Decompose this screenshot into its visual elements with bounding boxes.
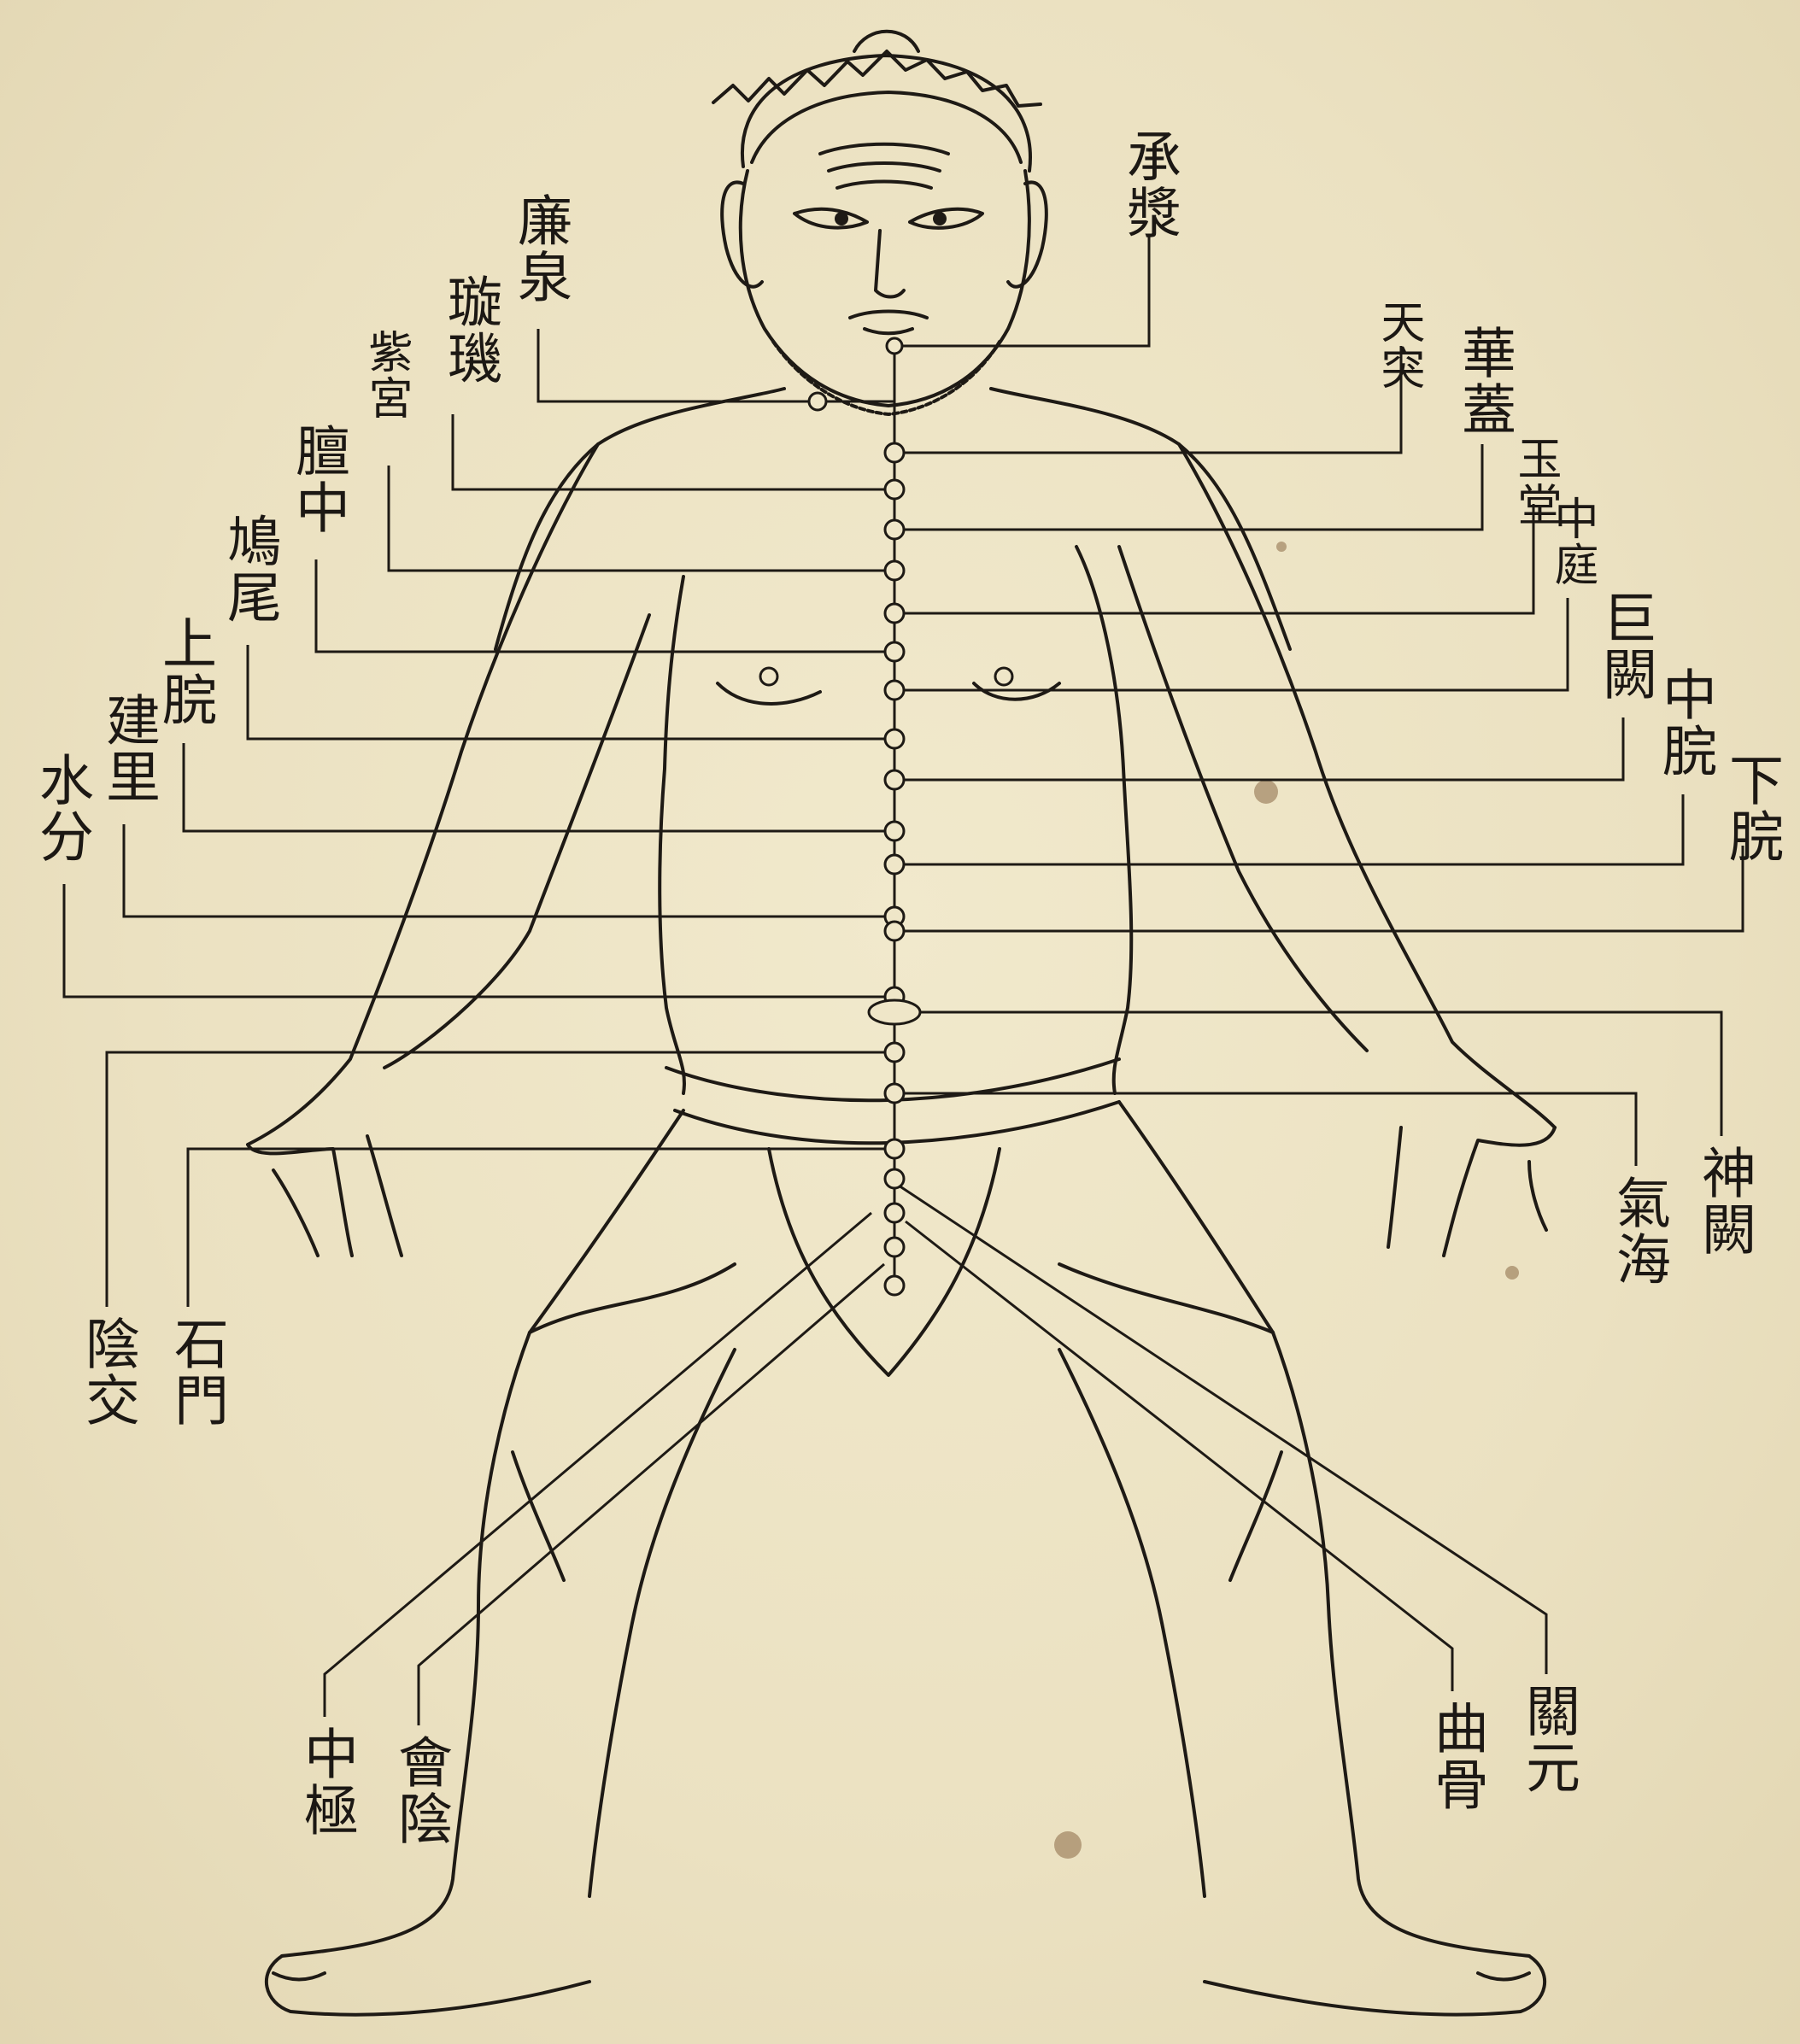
label-xia-wan: 下脘 <box>1717 752 1782 864</box>
label-jiu-wei: 鳩尾 <box>215 512 280 625</box>
label-xuan-ji: 璇璣 <box>436 273 501 386</box>
guide-lian-quan <box>538 329 894 401</box>
guide-jiu-wei <box>248 645 894 739</box>
guide-zhong-wan <box>894 794 1683 864</box>
guide-tian-tu <box>894 346 1401 453</box>
label-ju-que: 巨闕 <box>1591 589 1656 702</box>
face <box>722 144 1047 414</box>
guide-yu-tang <box>894 504 1533 613</box>
label-yin-jiao: 陰交 <box>73 1315 138 1428</box>
guide-guan-yuan <box>888 1179 1546 1674</box>
guide-ju-que <box>894 717 1623 780</box>
label-hui-yin: 會陰 <box>386 1734 451 1847</box>
label-tian-tu: 天突 <box>1371 299 1424 391</box>
paper-stains <box>1054 542 1519 1859</box>
guide-qu-gu <box>906 1221 1452 1691</box>
label-zhong-wan: 中脘 <box>1650 666 1715 779</box>
label-shang-wan: 上脘 <box>150 615 215 728</box>
label-qi-hai: 氣海 <box>1604 1174 1669 1287</box>
guide-xuan-ji <box>453 414 894 489</box>
label-lian-quan: 廉泉 <box>506 192 571 305</box>
guide-tan-zhong <box>316 559 894 652</box>
label-cheng-jiang: 承漿 <box>1115 128 1180 241</box>
label-zhong-ting: 中庭 <box>1545 495 1598 588</box>
label-shui-fen: 水分 <box>27 752 92 864</box>
label-shi-men: 石門 <box>162 1315 227 1428</box>
navel <box>869 1000 920 1024</box>
guide-zi-gong <box>389 466 894 571</box>
guide-shang-wan <box>184 743 894 831</box>
guide-jian-li <box>124 824 894 917</box>
label-qu-gu: 曲骨 <box>1422 1700 1487 1813</box>
hair <box>713 32 1041 171</box>
ren-meridian-points <box>809 338 920 1295</box>
label-shen-que: 神闕 <box>1690 1145 1755 1257</box>
label-zhong-ji: 中極 <box>292 1725 357 1838</box>
guide-shui-fen <box>64 884 894 997</box>
label-tan-zhong: 膻中 <box>284 423 349 536</box>
label-hua-gai: 華蓋 <box>1450 325 1515 437</box>
label-zi-gong: 紫宮 <box>359 329 412 421</box>
guide-shen-que <box>894 1012 1721 1136</box>
guide-zhong-ji <box>325 1213 871 1717</box>
label-jian-li: 建里 <box>94 692 159 805</box>
label-guan-yuan: 關元 <box>1514 1683 1579 1795</box>
guide-xia-wan <box>894 846 1743 931</box>
legs <box>267 1332 1545 2015</box>
